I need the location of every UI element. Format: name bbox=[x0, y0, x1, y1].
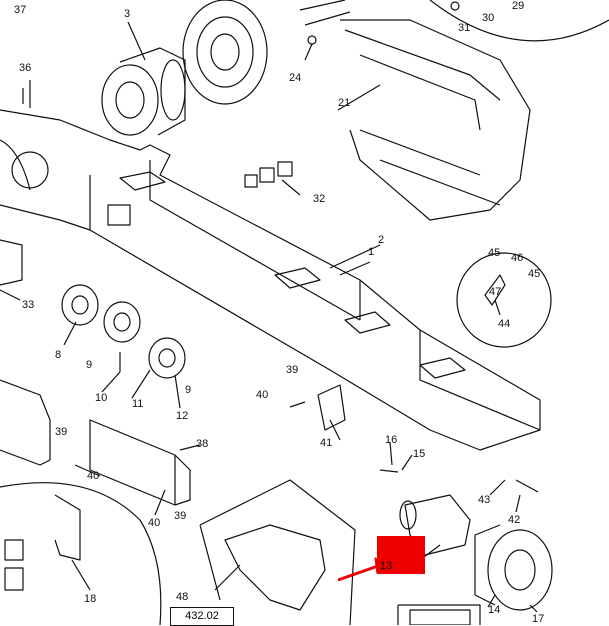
callout-label: 9 bbox=[185, 384, 192, 396]
callout-label: 9 bbox=[86, 359, 93, 371]
callout-label: 17 bbox=[532, 613, 545, 625]
callout-label: 38 bbox=[196, 438, 209, 450]
callout-label: 12 bbox=[176, 410, 189, 422]
callout-label: 29 bbox=[512, 0, 525, 12]
callout-label: 1 bbox=[368, 246, 375, 258]
callout-label: 33 bbox=[22, 299, 35, 311]
callout-label: 48 bbox=[176, 591, 189, 603]
callout-label: 10 bbox=[95, 392, 108, 404]
callout-label: 31 bbox=[458, 22, 471, 34]
callout-label: 18 bbox=[84, 593, 97, 605]
callout-label: 40 bbox=[256, 389, 269, 401]
callout-label: 45 bbox=[528, 268, 541, 280]
callout-label: 2 bbox=[378, 234, 385, 246]
callout-label: 21 bbox=[338, 97, 351, 109]
callout-label: 11 bbox=[132, 398, 144, 410]
callout-label: 43 bbox=[478, 494, 491, 506]
callout-label: 47 bbox=[489, 286, 502, 298]
callout-label: 8 bbox=[55, 349, 62, 361]
callout-label: 37 bbox=[14, 4, 27, 16]
callout-label: 15 bbox=[413, 448, 426, 460]
callout-label: 24 bbox=[289, 72, 302, 84]
callout-label: 16 bbox=[385, 434, 398, 446]
highlight-label: 13 bbox=[380, 560, 393, 572]
callout-label: 36 bbox=[19, 62, 32, 74]
callout-label: 3 bbox=[124, 8, 131, 20]
callout-label: 41 bbox=[320, 437, 333, 449]
reference-box: 432.02 bbox=[170, 607, 234, 626]
callout-label: 46 bbox=[511, 252, 524, 264]
callout-label: 40 bbox=[148, 517, 161, 529]
callout-label: 44 bbox=[498, 318, 511, 330]
callout-label: 39 bbox=[174, 510, 187, 522]
callout-label: 39 bbox=[55, 426, 68, 438]
callout-label: 30 bbox=[482, 12, 495, 24]
callout-label: 45 bbox=[488, 247, 501, 259]
callout-label: 32 bbox=[313, 193, 326, 205]
callout-label: 42 bbox=[508, 514, 521, 526]
highlight-callout: 13 bbox=[377, 536, 425, 574]
callout-label: 40 bbox=[87, 470, 100, 482]
callout-label: 39 bbox=[286, 364, 299, 376]
callout-label: 14 bbox=[488, 604, 501, 616]
